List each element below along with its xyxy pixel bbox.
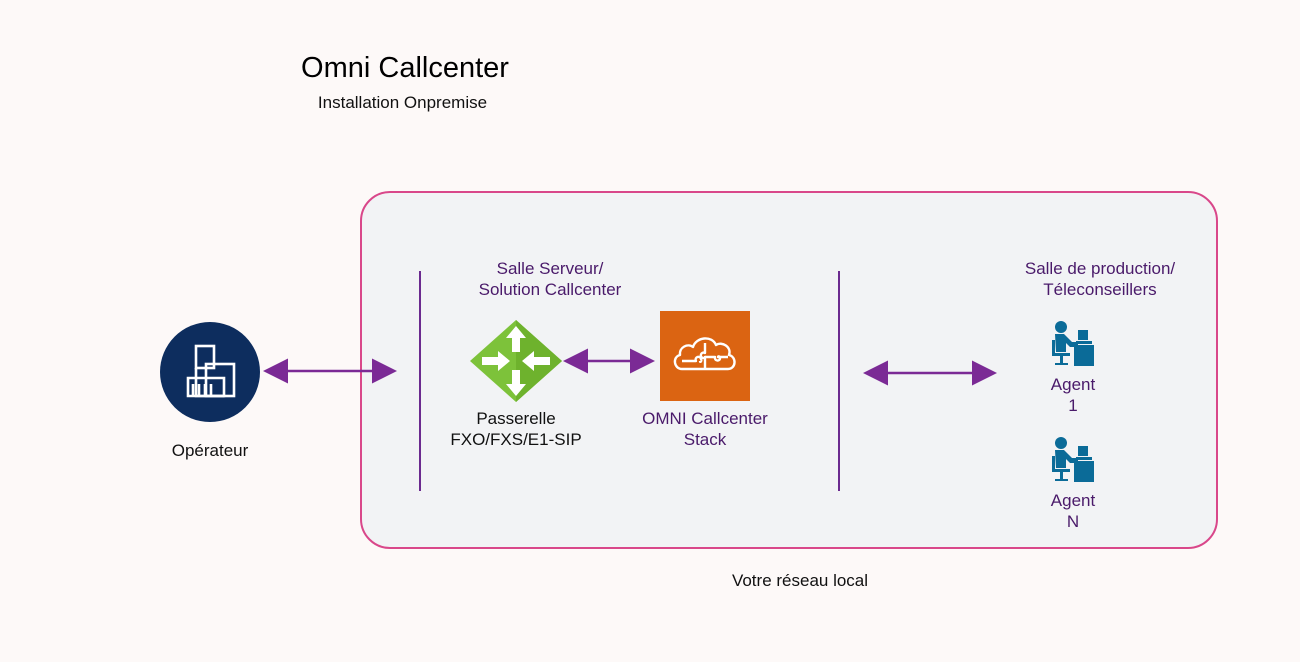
diagram-subtitle: Installation Onpremise	[317, 93, 488, 112]
agent-1-label-line2: 1	[1068, 396, 1078, 415]
stack-label-line2: Stack	[683, 430, 727, 449]
operator-label: Opérateur	[171, 441, 249, 460]
diagram-title: Omni Callcenter	[301, 52, 509, 84]
agent-n-label-line2: N	[1066, 512, 1080, 531]
operator-node	[160, 322, 260, 422]
gateway-label-line1: Passerelle	[476, 409, 556, 428]
building-icon	[186, 344, 236, 398]
agent-1-label: Agent 1	[1033, 374, 1113, 416]
gateway-node	[470, 320, 562, 402]
agent-desk-icon	[1052, 437, 1094, 482]
server-room-label: Salle Serveur/ Solution Callcenter	[460, 258, 640, 300]
production-room-label: Salle de production/ Téleconseillers	[1000, 258, 1200, 300]
gateway-label-line2: FXO/FXS/E1-SIP	[450, 430, 582, 449]
agent-n-label-line1: Agent	[1050, 491, 1096, 510]
cloud-puzzle-icon	[673, 337, 736, 371]
production-room-label-line1: Salle de production/	[1024, 259, 1176, 278]
server-room-label-line2: Solution Callcenter	[478, 280, 622, 299]
agent-node	[1052, 436, 1094, 484]
gateway-label: Passerelle FXO/FXS/E1-SIP	[436, 408, 596, 450]
agent-n-label: Agent N	[1033, 490, 1113, 532]
router-icon	[470, 320, 562, 402]
production-room-divider	[838, 271, 840, 491]
server-room-divider	[419, 271, 421, 491]
stack-node	[660, 311, 750, 401]
agent-desk-icon	[1052, 321, 1094, 366]
production-room-label-line2: Téleconseillers	[1043, 280, 1157, 299]
local-network-label: Votre réseau local	[731, 571, 869, 590]
stack-label-line1: OMNI Callcenter	[642, 409, 768, 428]
agent-1-label-line1: Agent	[1050, 375, 1096, 394]
stack-label: OMNI Callcenter Stack	[625, 408, 785, 450]
server-room-label-line1: Salle Serveur/	[496, 259, 604, 278]
agent-node	[1052, 320, 1094, 368]
